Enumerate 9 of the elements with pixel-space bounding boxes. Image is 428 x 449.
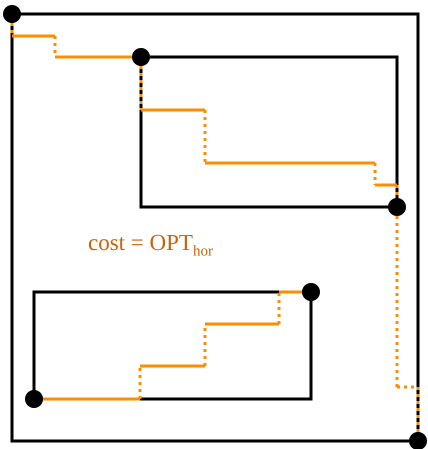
vertex-dot [409,432,427,449]
vertex-dot [388,198,406,216]
cost-formula: cost = OPT$_{hor}$ [88,230,213,261]
staircase-path [396,216,420,432]
staircase-path [10,23,132,58]
vertex-dot [3,5,21,23]
vertex-dot [132,48,150,66]
vertex-dot [302,283,320,301]
vertex-dot [25,390,43,408]
